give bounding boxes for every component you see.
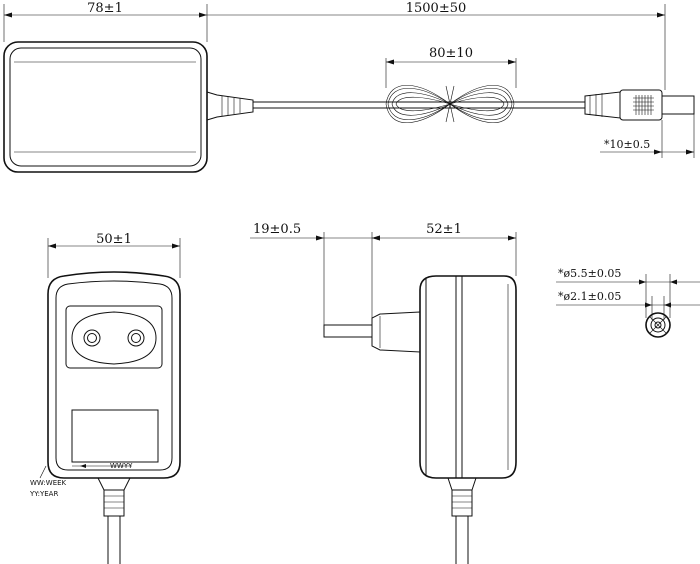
dim-pin-length: 19±0.5 bbox=[253, 222, 301, 237]
label-area bbox=[71, 409, 159, 463]
dim-body-length: 78±1 bbox=[87, 1, 123, 16]
adapter-body-front bbox=[47, 271, 181, 479]
front-view: WWYY WW:WEEK YY:YEAR 50±1 bbox=[29, 232, 181, 564]
dim-body-depth: 52±1 bbox=[426, 222, 462, 237]
legend-year: YY:YEAR bbox=[29, 490, 58, 498]
dim-body-width: 50±1 bbox=[96, 232, 132, 247]
plug-face bbox=[65, 305, 163, 369]
cable-coil bbox=[385, 84, 515, 124]
dim-outer-diameter: *ø5.5±0.05 bbox=[558, 267, 621, 280]
plug-barrel bbox=[645, 312, 671, 338]
strain-relief-top bbox=[206, 91, 254, 121]
adapter-body-side bbox=[419, 275, 517, 479]
dim-cable-length: 1500±50 bbox=[406, 1, 467, 16]
dim-plug-length: *10±0.5 bbox=[604, 138, 650, 151]
top-view: 78±1 1500±50 80±10 *10±0.5 bbox=[3, 1, 695, 173]
plug-base bbox=[371, 311, 421, 353]
legend-week: WW:WEEK bbox=[30, 479, 67, 487]
side-view: 19±0.5 52±1 bbox=[250, 222, 517, 564]
date-code: WWYY bbox=[110, 462, 133, 470]
pin-right bbox=[127, 329, 145, 347]
plug-end-view: *ø5.5±0.05 *ø2.1±0.05 bbox=[556, 267, 700, 338]
pin-left bbox=[83, 329, 101, 347]
adapter-body-top bbox=[3, 41, 208, 173]
dim-coil-length: 80±10 bbox=[429, 46, 473, 61]
pin-side bbox=[323, 324, 373, 338]
dim-inner-diameter: *ø2.1±0.05 bbox=[558, 290, 621, 303]
